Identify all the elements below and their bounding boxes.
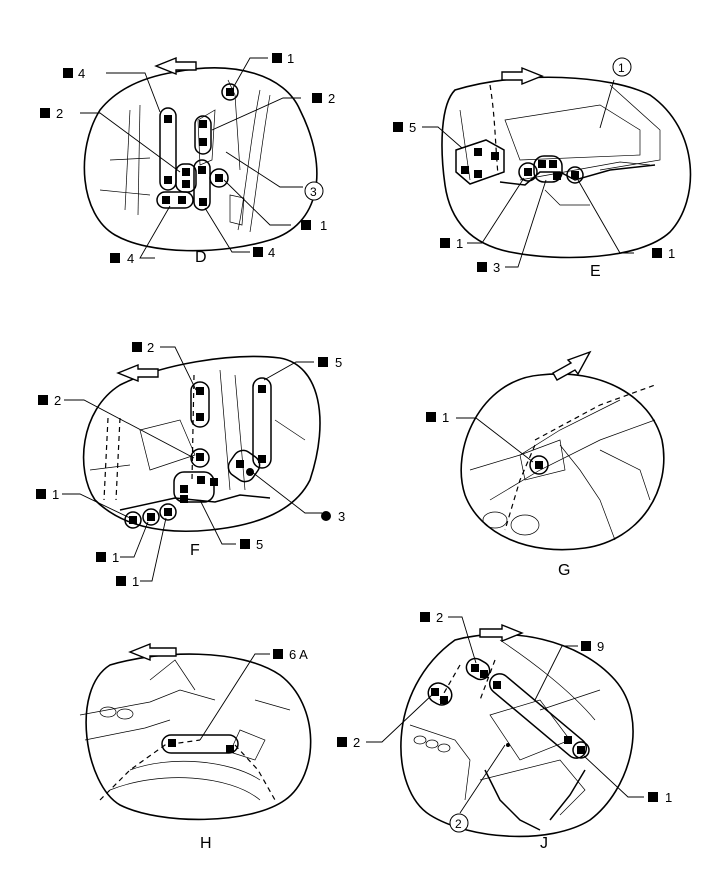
panel-h-callouts: 6 A (273, 647, 308, 662)
panel-d-structure (99, 79, 271, 233)
panel-h-caption: H (200, 835, 212, 852)
panel-h-leaders (199, 653, 270, 741)
svg-text:6 A: 6 A (289, 647, 308, 662)
panel-g-caption: G (558, 562, 570, 579)
panel-e-spots (461, 148, 579, 180)
panel-f-spots (129, 385, 266, 524)
panel-d-outline (83, 67, 318, 252)
panel-d-leaders (80, 57, 303, 259)
svg-text:1: 1 (442, 410, 449, 425)
panel-g: 1 G (426, 350, 665, 579)
panel-j-groups (427, 657, 590, 759)
panel-g-groups (529, 455, 549, 475)
panel-d-groups (156, 83, 239, 211)
direction-arrow-left-icon (154, 56, 197, 76)
panel-j: 2 9 2 1 2 J (337, 610, 672, 852)
panel-f-callouts: 2 5 2 1 3 5 1 1 (36, 340, 345, 589)
panel-j-caption: J (540, 835, 548, 852)
panel-j-structure (409, 639, 601, 831)
panel-e-outline (441, 76, 692, 259)
panel-e: 1 5 1 3 1 E (393, 57, 692, 280)
svg-text:2: 2 (56, 106, 63, 121)
svg-text:1: 1 (132, 574, 139, 589)
panel-j-outline (400, 633, 634, 838)
panel-g-outline (460, 373, 665, 551)
svg-text:5: 5 (256, 537, 263, 552)
panel-d-caption: D (195, 249, 207, 266)
panel-h: 6 A H (79, 642, 312, 852)
svg-text:5: 5 (409, 120, 416, 135)
svg-text:1: 1 (618, 61, 625, 75)
panel-e-callouts: 1 5 1 3 1 (393, 57, 675, 275)
svg-text:1: 1 (287, 51, 294, 66)
svg-text:2: 2 (54, 393, 61, 408)
panel-f-groups (124, 377, 272, 529)
direction-arrow-left-icon (128, 642, 177, 662)
panel-h-spots (168, 739, 234, 753)
panel-f-structure (89, 369, 306, 511)
svg-text:3: 3 (493, 260, 500, 275)
panel-h-outline (85, 653, 312, 821)
direction-arrow-right-icon (501, 66, 544, 86)
direction-arrow-left-icon (116, 363, 159, 383)
panel-f-outline (82, 355, 321, 533)
panel-e-leaders (422, 79, 634, 268)
svg-text:1: 1 (112, 550, 119, 565)
panel-d: 4 1 2 2 3 1 4 4 D (40, 51, 335, 266)
svg-text:5: 5 (335, 355, 342, 370)
svg-text:1: 1 (320, 218, 327, 233)
panel-g-leaders (456, 417, 534, 463)
panel-h-structure (79, 659, 291, 801)
panel-g-spots (535, 461, 543, 469)
svg-text:2: 2 (436, 610, 443, 625)
panel-h-groups (161, 734, 239, 754)
svg-text:4: 4 (268, 245, 275, 260)
direction-arrow-right-icon (479, 623, 524, 643)
svg-text:2: 2 (328, 91, 335, 106)
svg-text:2: 2 (455, 817, 462, 831)
panel-j-leaders (366, 616, 644, 814)
panel-d-spots (162, 88, 234, 206)
panel-f: 2 5 2 1 3 5 1 1 F (36, 340, 345, 589)
svg-text:4: 4 (78, 66, 85, 81)
panel-j-callouts: 2 9 2 1 2 (337, 610, 672, 833)
svg-text:9: 9 (597, 639, 604, 654)
svg-text:2: 2 (147, 340, 154, 355)
panel-g-structure (469, 384, 656, 541)
direction-arrow-up-right-icon (552, 350, 592, 381)
panel-e-groups (455, 139, 584, 185)
svg-text:3: 3 (310, 185, 317, 199)
svg-text:3: 3 (338, 509, 345, 524)
panel-f-leaders (62, 346, 322, 582)
panel-e-caption: E (590, 263, 601, 280)
panel-d-callouts: 4 1 2 2 3 1 4 4 (40, 51, 335, 266)
svg-text:1: 1 (456, 236, 463, 251)
svg-text:1: 1 (668, 246, 675, 261)
svg-text:1: 1 (665, 790, 672, 805)
svg-text:4: 4 (127, 251, 134, 266)
panel-f-caption: F (190, 542, 200, 559)
panel-g-callouts: 1 (426, 410, 449, 425)
svg-text:2: 2 (353, 735, 360, 750)
panel-j-spots (431, 664, 585, 754)
svg-text:1: 1 (52, 487, 59, 502)
